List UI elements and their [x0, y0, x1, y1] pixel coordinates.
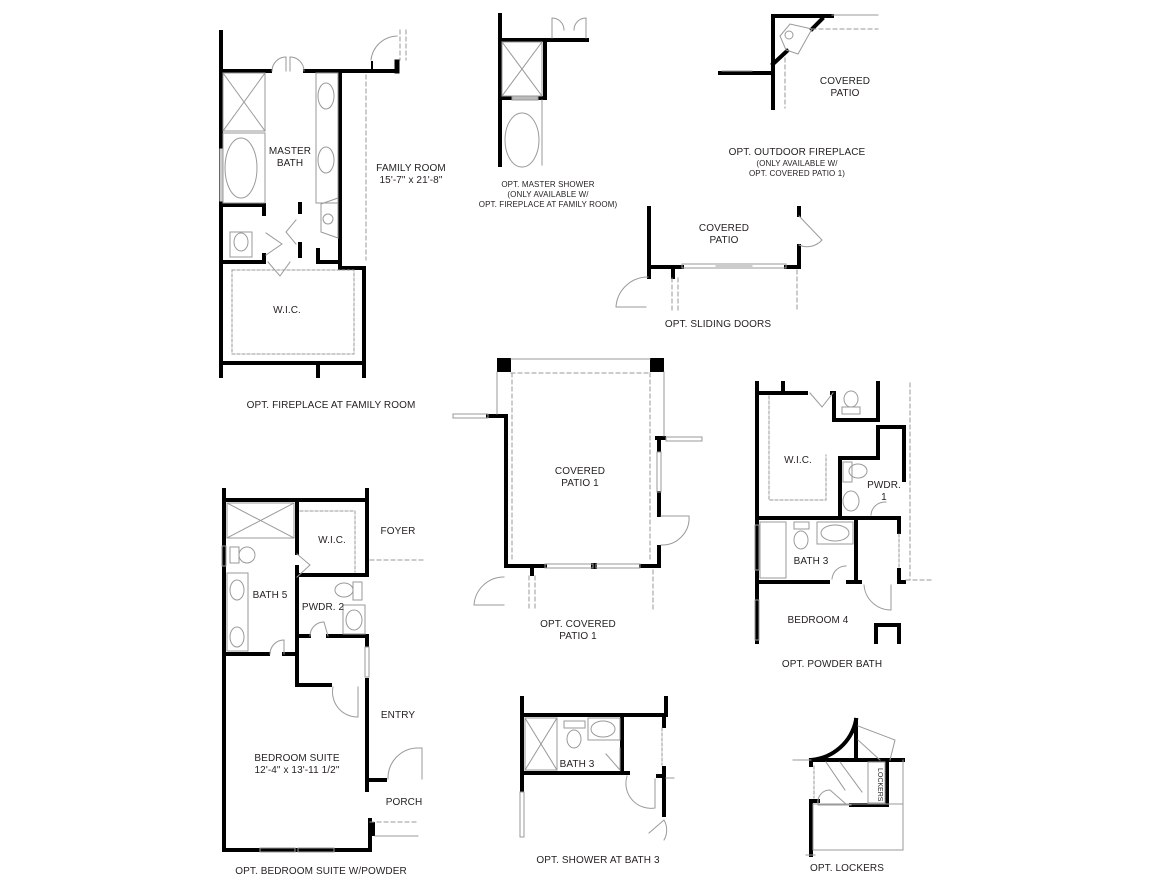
room-label-master-bath: MASTER BATH — [268, 146, 312, 169]
room-label-covered-patio-1: COVERED PATIO 1 — [554, 466, 606, 489]
room-label-entry: ENTRY — [380, 710, 416, 721]
shower-bath3-plan — [520, 696, 668, 817]
sliding-doors-plan — [647, 206, 801, 279]
caption-outdoor-fireplace: OPT. OUTDOOR FIREPLACE — [728, 147, 866, 158]
room-label-foyer: FOYER — [380, 526, 416, 537]
outdoor-fireplace-plan — [718, 14, 834, 110]
room-size-family-room: 15'-7" x 21'-8" — [379, 175, 443, 186]
caption-bedroom-suite: OPT. BEDROOM SUITE W/POWDER — [235, 866, 407, 877]
caption-powder-bath: OPT. POWDER BATH — [781, 659, 883, 670]
room-label-pwdr-1: PWDR. 1 — [867, 480, 901, 503]
room-label-bath-3: BATH 3 — [793, 556, 829, 567]
room-label-family-room: FAMILY ROOM — [376, 163, 446, 174]
caption-fireplace: OPT. FIREPLACE AT FAMILY ROOM — [246, 400, 416, 411]
caption-master-shower: OPT. MASTER SHOWER (ONLY AVAILABLE W/ OP… — [478, 180, 618, 209]
room-label-bath-5: BATH 5 — [252, 590, 288, 601]
room-label-wic-powder: W.I.C. — [784, 455, 812, 466]
master-shower-plan — [498, 13, 589, 167]
caption-lockers: OPT. LOCKERS — [810, 863, 884, 874]
powder-bath-plan — [755, 381, 906, 644]
bedroom-suite-plan — [222, 488, 387, 852]
caption-covered-patio-1: OPT. COVERED PATIO 1 — [540, 619, 616, 642]
room-label-bedroom-4: BEDROOM 4 — [787, 615, 849, 626]
room-label-porch: PORCH — [385, 797, 423, 808]
note-outdoor-fireplace: (ONLY AVAILABLE W/ OPT. COVERED PATIO 1) — [748, 159, 846, 178]
room-label-bath-3-shower: BATH 3 — [559, 759, 595, 770]
caption-shower-bath-3: OPT. SHOWER AT BATH 3 — [536, 855, 660, 866]
room-label-lockers: LOCKERS — [876, 768, 883, 802]
fireplace-plan — [219, 30, 400, 378]
room-size-bedroom-suite: 12'-4" x 13'-11 1/2" — [254, 765, 340, 776]
covered-patio-1-plan — [486, 358, 666, 576]
caption-sliding-doors: OPT. SLIDING DOORS — [664, 319, 772, 330]
lockers-plan — [808, 717, 905, 857]
room-label-covered-patio-sliding: COVERED PATIO — [698, 223, 750, 246]
room-label-pwdr-2: PWDR. 2 — [301, 602, 345, 613]
room-label-wic: W.I.C. — [273, 305, 301, 316]
room-label-covered-patio: COVERED PATIO — [819, 76, 871, 99]
room-label-bedroom-suite: BEDROOM SUITE — [254, 753, 340, 764]
room-label-wic-suite: W.I.C. — [318, 535, 346, 546]
